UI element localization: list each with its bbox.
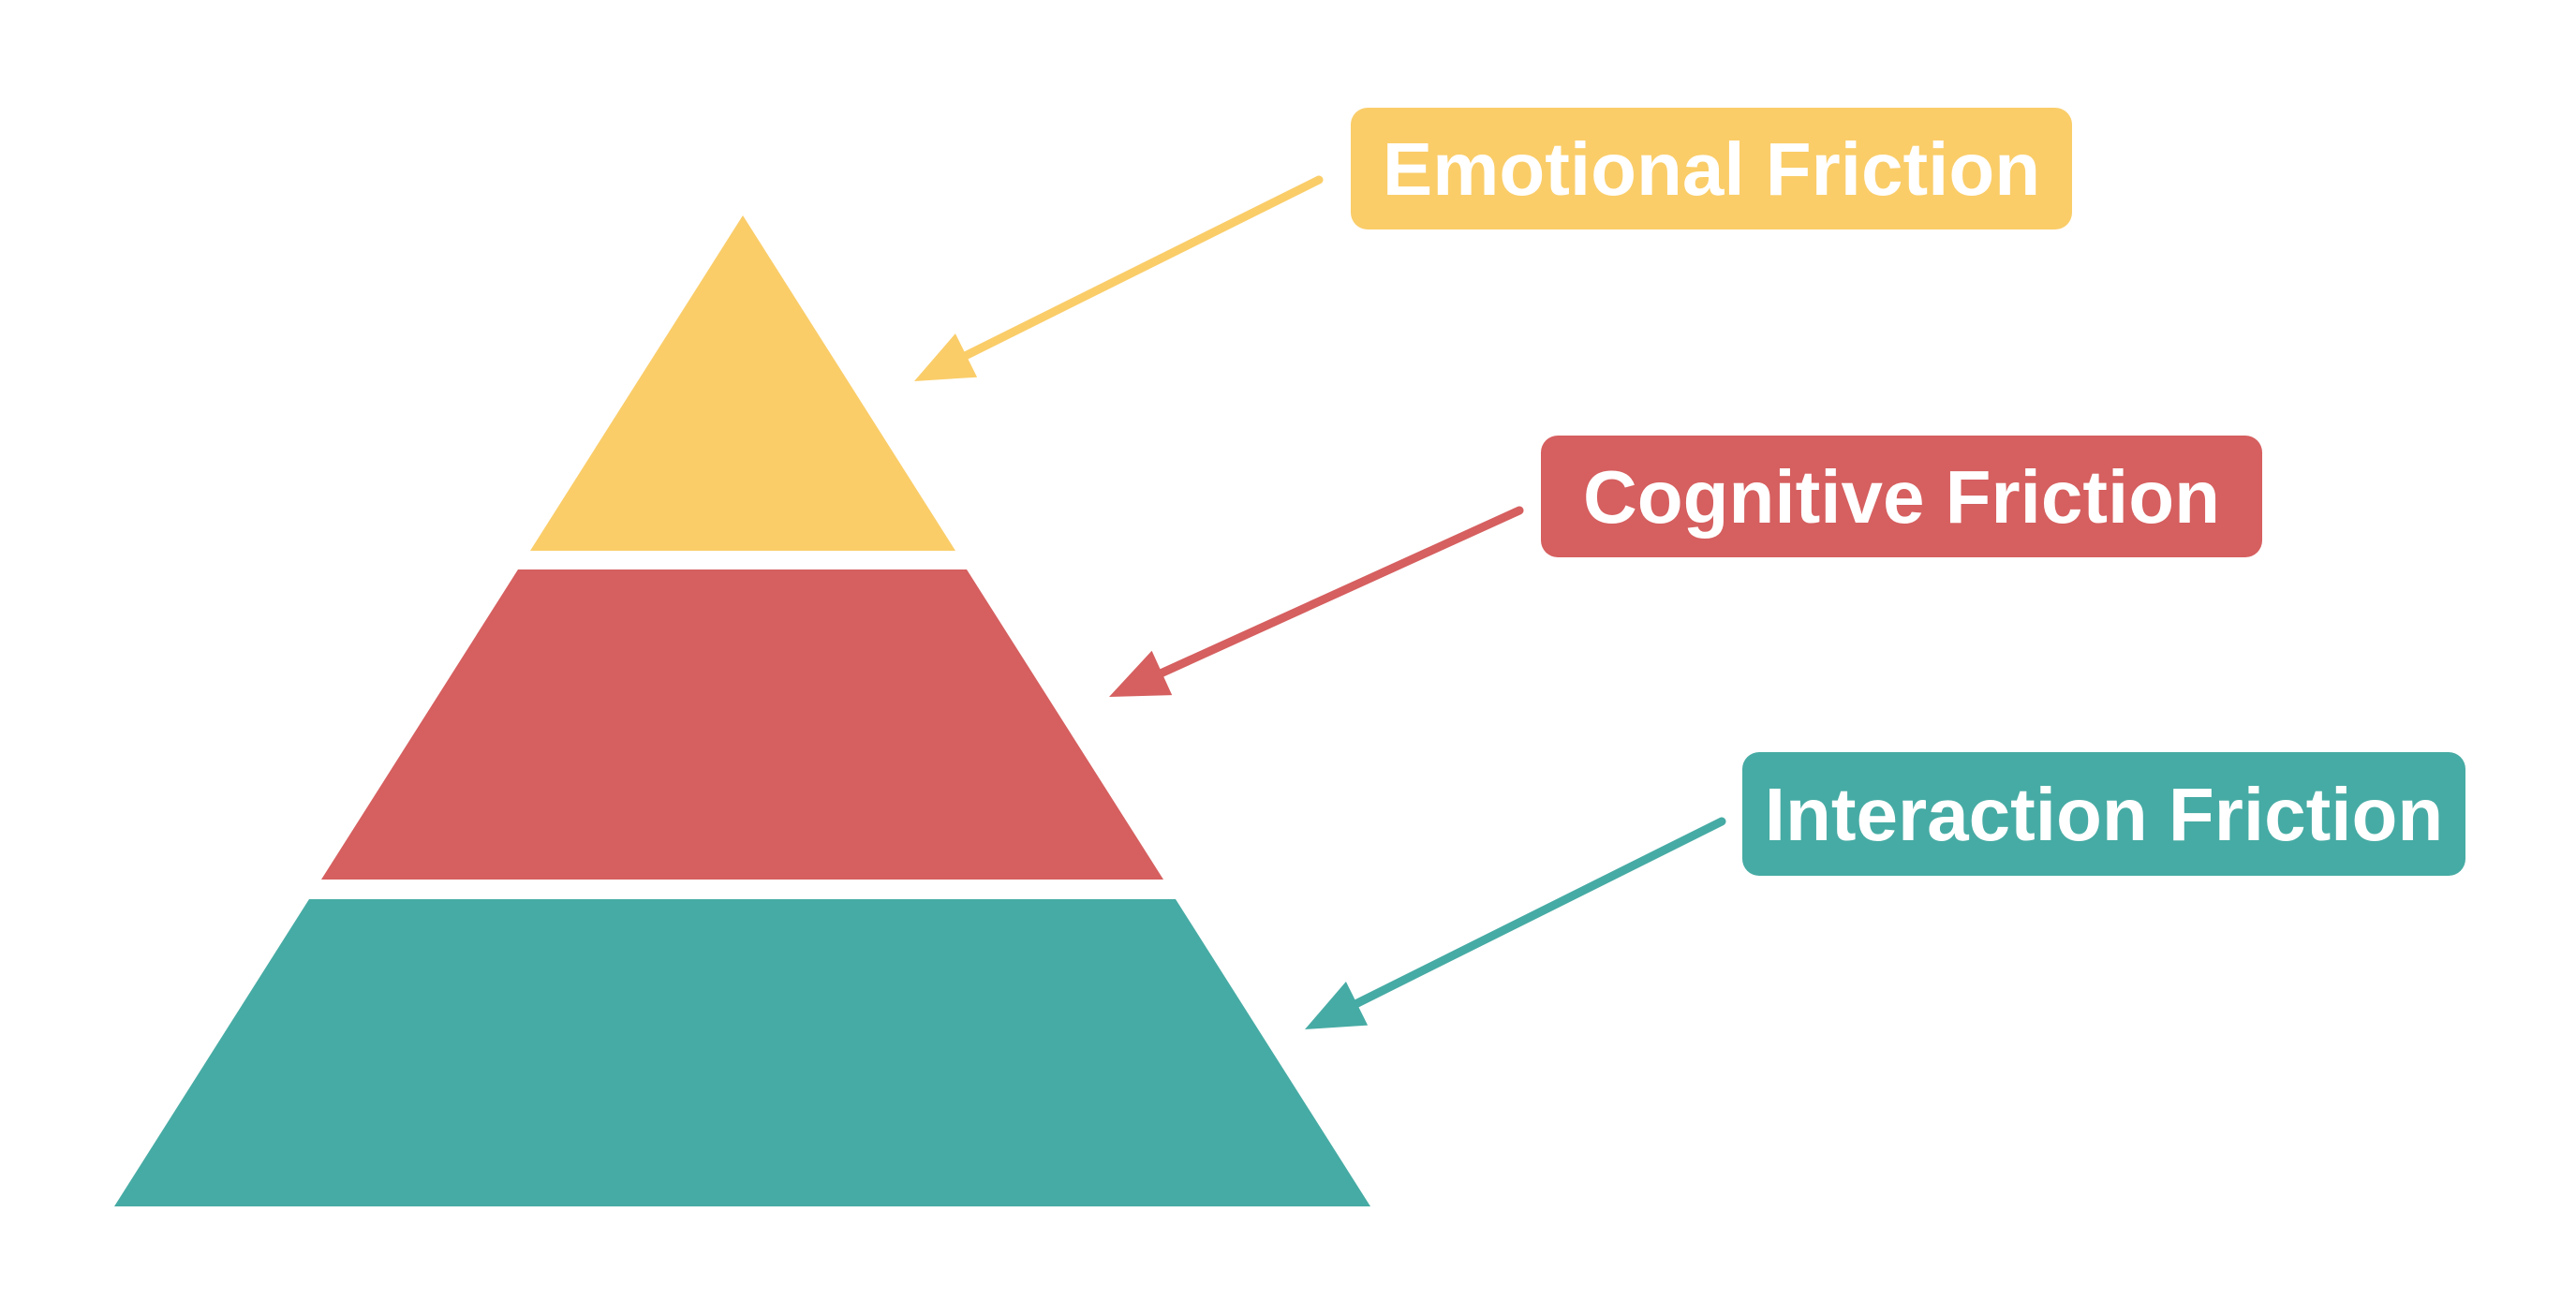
pyramid-layer-cognitive [321,569,1163,880]
label-interaction: Interaction Friction [1742,752,2465,876]
label-cognitive-text: Cognitive Friction [1583,455,2220,539]
arrow-interaction [1305,817,1726,1029]
label-interaction-box [1742,752,2465,876]
pyramid-layer-emotional [530,215,955,551]
arrow-interaction-line [1353,817,1726,1008]
arrow-cognitive [1109,506,1524,697]
label-cognitive-box [1541,436,2262,557]
arrow-cognitive-head [1109,650,1173,697]
arrow-interaction-head [1305,982,1369,1029]
arrow-cognitive-line [1157,506,1524,677]
label-emotional-text: Emotional Friction [1383,127,2040,211]
pyramid [114,215,1370,1206]
pyramid-layer-interaction [114,899,1370,1206]
label-cognitive: Cognitive Friction [1541,436,2262,557]
label-emotional: Emotional Friction [1351,108,2072,229]
arrow-emotional-line [962,175,1324,360]
arrow-emotional-head [914,333,978,381]
label-interaction-text: Interaction Friction [1765,773,2444,856]
label-emotional-box [1351,108,2072,229]
arrow-emotional [914,175,1324,381]
